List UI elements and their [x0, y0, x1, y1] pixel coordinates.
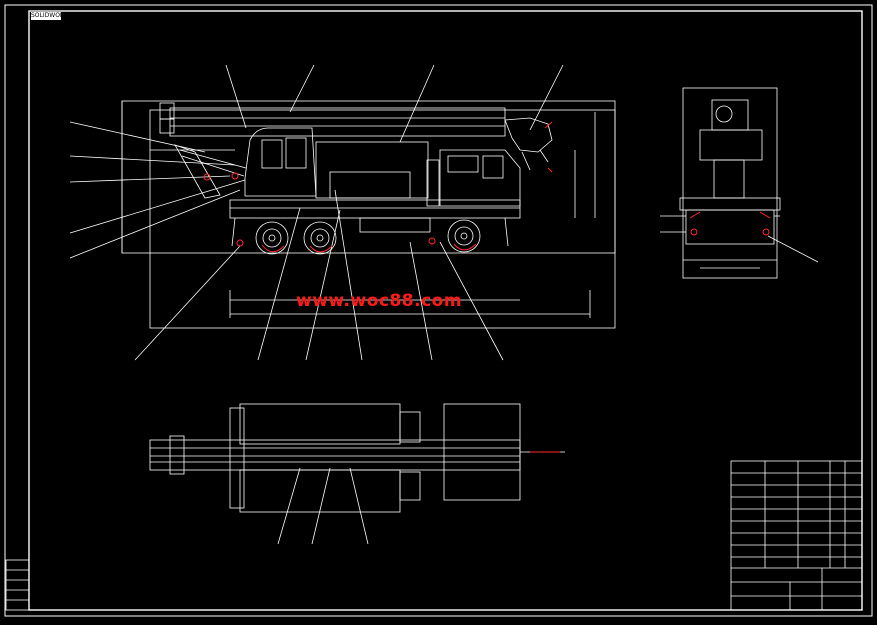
sheet-tag: SOLIDWORKS [31, 12, 72, 20]
highlight-marks [203, 121, 553, 253]
side-view [69, 64, 616, 361]
title-block [5, 460, 863, 611]
crane-cab [244, 127, 317, 197]
front-view [660, 87, 819, 279]
wheels [255, 219, 481, 255]
front-highlights [689, 211, 771, 236]
carrier-cab [439, 149, 521, 207]
chassis-frame [229, 199, 521, 219]
leader-lines [69, 64, 564, 361]
sheet-frame [4, 4, 873, 617]
watermark-text: www.woc88.com [296, 291, 463, 311]
top-view [149, 403, 565, 545]
boom [169, 107, 506, 137]
